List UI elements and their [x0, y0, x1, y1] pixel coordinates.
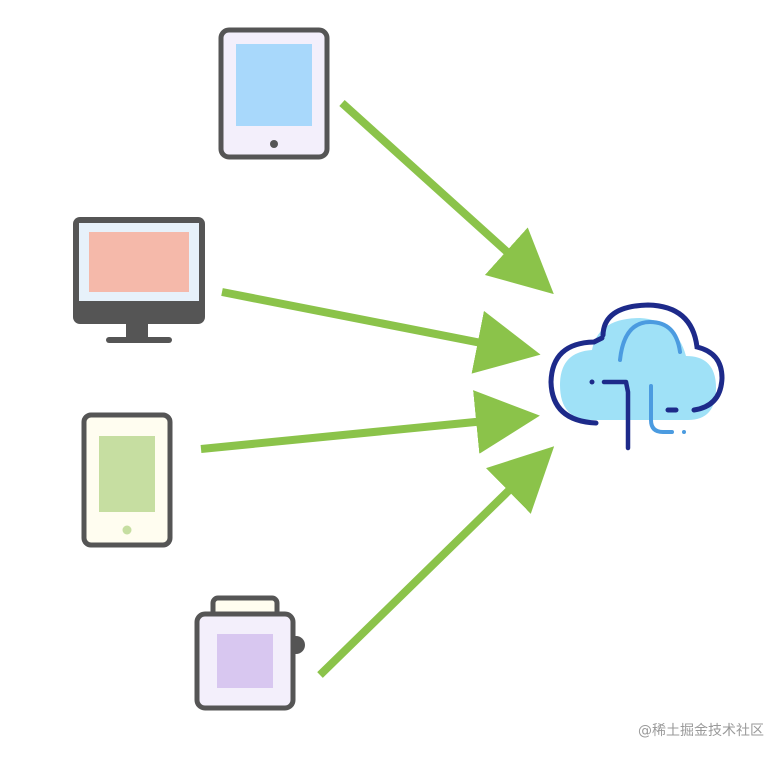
watermark-text: @稀土掘金技术社区	[638, 723, 764, 739]
smartphone-icon	[81, 412, 173, 548]
arrow-monitor-to-cloud	[221, 288, 541, 374]
desktop-monitor-icon	[73, 217, 205, 343]
arrow-phone-to-cloud	[200, 390, 540, 454]
arrow-tablet-to-cloud	[339, 100, 554, 295]
tablet-icon	[218, 27, 330, 160]
cloud-icon	[548, 302, 725, 451]
smartwatch-icon	[194, 595, 305, 711]
arrow-watch-to-cloud	[317, 446, 555, 678]
connection-arrows	[200, 100, 555, 678]
